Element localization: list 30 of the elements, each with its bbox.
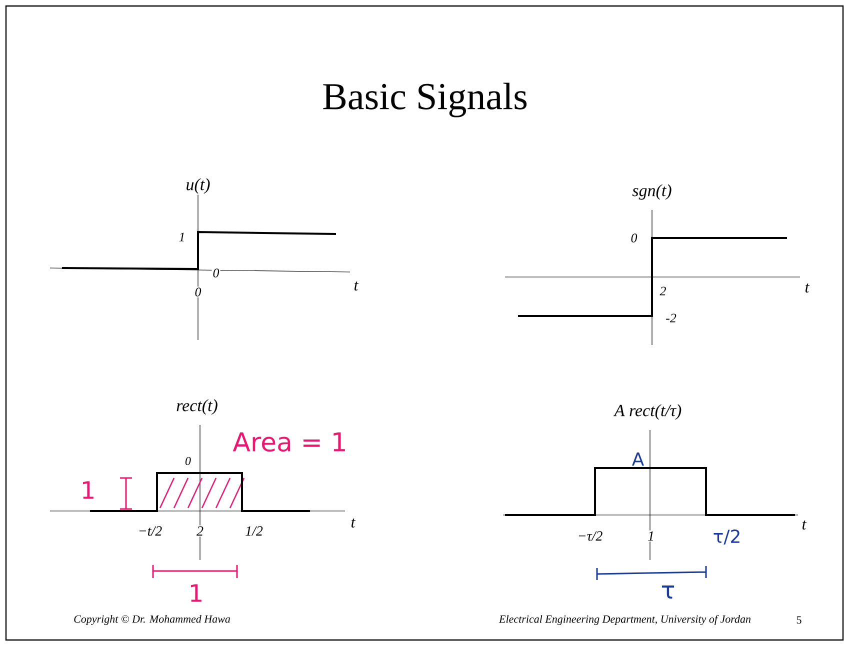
tick-label: 2 xyxy=(658,286,668,296)
axis-label: t xyxy=(350,517,356,529)
axis-label: u(t) xyxy=(184,177,212,195)
tick-label: 0 xyxy=(194,286,202,298)
handwritten-note: 1 xyxy=(79,480,97,500)
tick-label: 0 xyxy=(630,232,638,244)
tick-label: -2 xyxy=(664,312,678,324)
axis-label: sgn(t) xyxy=(631,183,673,201)
footer-text: Copyright © Dr. Mohammed Hawa xyxy=(72,614,232,626)
tick-label: 0 xyxy=(212,268,220,278)
tick-label: 2 xyxy=(196,525,204,537)
tick-label: 0 xyxy=(184,456,192,466)
handwritten-note: 1 xyxy=(187,583,205,603)
axis-label: t xyxy=(800,519,808,531)
handwritten-note: τ xyxy=(660,584,676,600)
tick-label: −t/2 xyxy=(136,525,164,537)
tick-label: 1 xyxy=(178,232,186,242)
axis-label: t xyxy=(352,280,360,292)
handwritten-note: τ/2 xyxy=(712,528,742,546)
handwritten-note: Area = 1 xyxy=(232,431,348,453)
tick-label: 1/2 xyxy=(244,525,264,537)
tick-label: 1 xyxy=(646,530,656,542)
tick-label: −τ/2 xyxy=(576,530,604,542)
slide-title: Basic Signals xyxy=(323,82,527,118)
axis-label: t xyxy=(804,282,810,294)
handwritten-note: A xyxy=(630,451,646,467)
axis-label: rect(t) xyxy=(175,398,219,416)
axis-label: A rect(t/τ) xyxy=(613,403,683,421)
footer-text: Electrical Engineering Department, University of Jordan xyxy=(498,614,752,626)
page-number: 5 xyxy=(795,615,803,625)
